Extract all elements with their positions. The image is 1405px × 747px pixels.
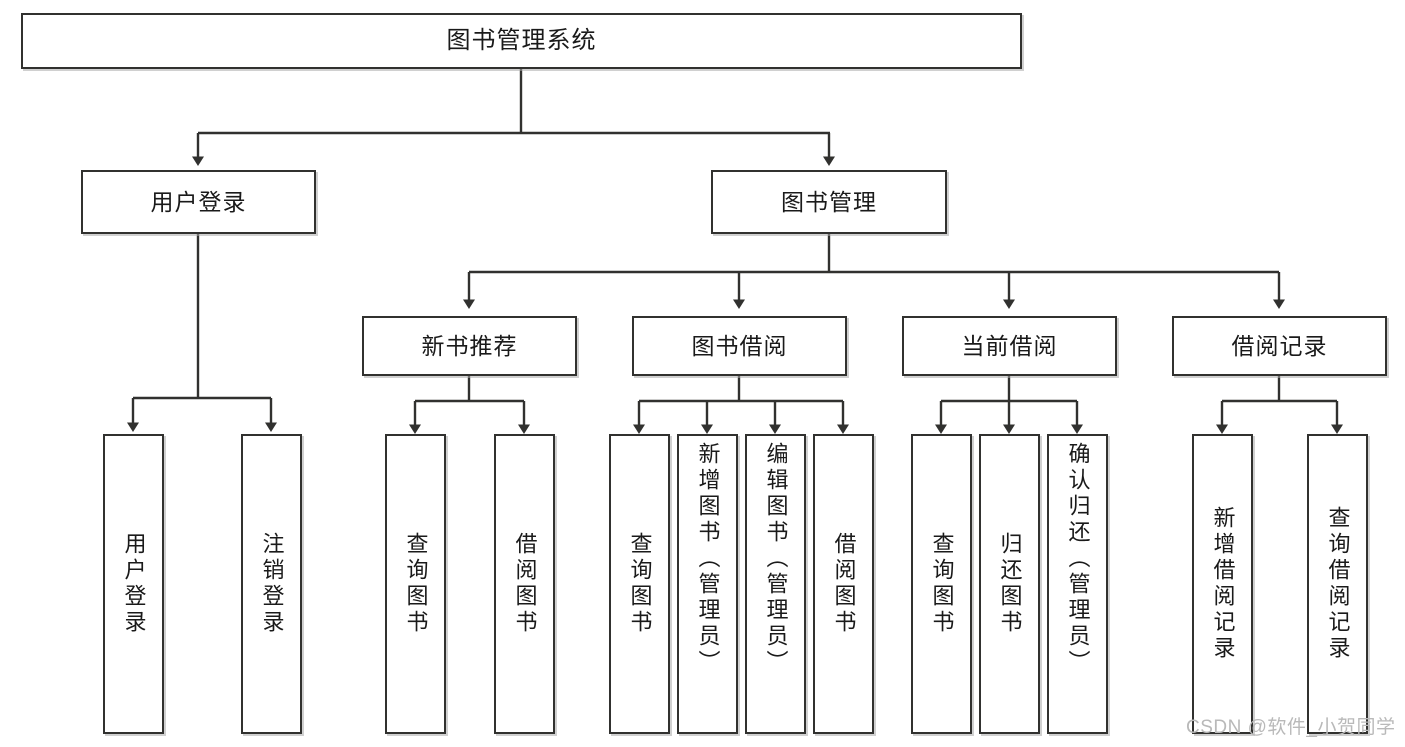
node-book-borrow[interactable]: 图书借阅 — [632, 316, 847, 376]
node-label: 查询图书 — [403, 532, 429, 636]
node-label: 查询图书 — [929, 532, 955, 636]
node-label: 新书推荐 — [421, 332, 518, 359]
node-label: 借阅图书 — [831, 532, 857, 636]
node-label: 查询借阅记录 — [1325, 506, 1351, 662]
node-label: 查询图书 — [627, 532, 653, 636]
node-label: 归还图书 — [997, 532, 1023, 636]
csdn-watermark: CSDN @软件_小贺同学 — [1186, 717, 1396, 738]
node-label: 借阅图书 — [512, 532, 538, 636]
node-user-login[interactable]: 用户登录 — [81, 170, 316, 234]
node-new-book-recommend[interactable]: 新书推荐 — [362, 316, 577, 376]
leaf-add-book[interactable]: 新增图书（管理员） — [677, 434, 738, 734]
node-current-borrow[interactable]: 当前借阅 — [902, 316, 1117, 376]
node-borrow-record[interactable]: 借阅记录 — [1172, 316, 1387, 376]
leaf-confirm-return[interactable]: 确认归还（管理员） — [1047, 434, 1108, 734]
node-book-management[interactable]: 图书管理 — [711, 170, 947, 234]
leaf-add-borrow-record[interactable]: 新增借阅记录 — [1192, 434, 1253, 734]
leaf-query-book-recommend[interactable]: 查询图书 — [385, 434, 446, 734]
leaf-borrow-book[interactable]: 借阅图书 — [813, 434, 874, 734]
node-label: 新增图书（管理员） — [695, 442, 721, 676]
node-root-book-management-system[interactable]: 图书管理系统 — [21, 13, 1022, 69]
node-label: 图书管理 — [781, 188, 877, 215]
node-label: 用户登录 — [121, 532, 147, 636]
node-label: 注销登录 — [259, 532, 285, 636]
leaf-edit-book[interactable]: 编辑图书（管理员） — [745, 434, 806, 734]
leaf-borrow-book-recommend[interactable]: 借阅图书 — [494, 434, 555, 734]
node-label: 图书借阅 — [691, 332, 788, 359]
leaf-return-book[interactable]: 归还图书 — [979, 434, 1040, 734]
leaf-query-book-current[interactable]: 查询图书 — [911, 434, 972, 734]
node-label: 确认归还（管理员） — [1065, 442, 1091, 676]
node-label: 图书管理系统 — [446, 27, 597, 55]
leaf-query-book-borrow[interactable]: 查询图书 — [609, 434, 670, 734]
node-label: 当前借阅 — [961, 332, 1058, 359]
leaf-user-login[interactable]: 用户登录 — [103, 434, 164, 734]
node-label: 借阅记录 — [1231, 332, 1328, 359]
node-label: 编辑图书（管理员） — [763, 442, 789, 676]
node-label: 用户登录 — [150, 188, 247, 215]
node-label: 新增借阅记录 — [1210, 506, 1236, 662]
leaf-logout-login[interactable]: 注销登录 — [241, 434, 302, 734]
leaf-query-borrow-record[interactable]: 查询借阅记录 — [1307, 434, 1368, 734]
